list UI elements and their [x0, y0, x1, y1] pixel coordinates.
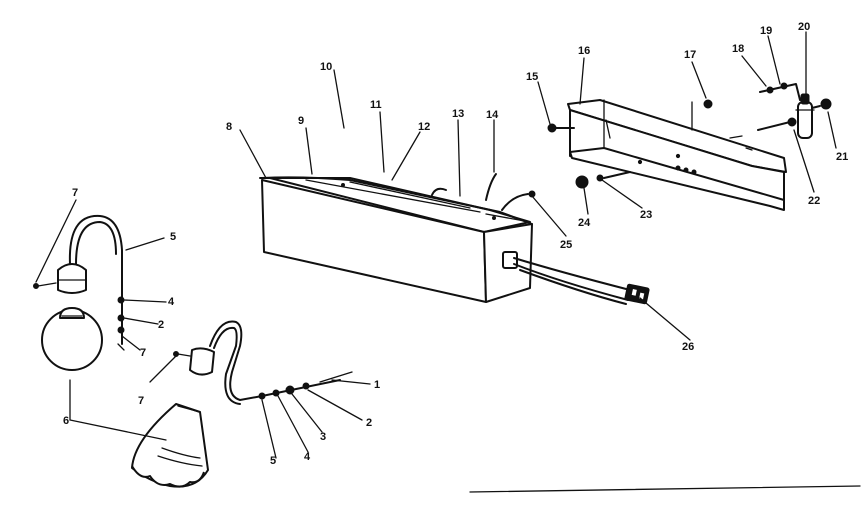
callout-2: 2 [158, 319, 164, 331]
callout-21: 21 [836, 151, 848, 163]
plug-icon [624, 283, 650, 305]
callout-8: 8 [226, 121, 232, 133]
callout-7: 7 [72, 187, 78, 199]
power-cord [502, 251, 631, 305]
callout-4: 4 [304, 451, 311, 463]
callout-12: 12 [418, 121, 430, 133]
callout-14: 14 [486, 109, 499, 121]
callout-labels: 1 2 2 3 4 4 5 5 6 7 7 7 8 9 10 11 12 13 … [63, 21, 848, 467]
baseline-rule [469, 485, 861, 493]
callout-16: 16 [578, 45, 590, 57]
globe-shade [41, 307, 103, 371]
callout-4: 4 [168, 296, 175, 308]
leader-lines [35, 31, 837, 459]
callout-2: 2 [366, 417, 372, 429]
callout-9: 9 [298, 115, 304, 127]
callout-10: 10 [320, 61, 332, 73]
callout-7: 7 [140, 347, 146, 359]
callout-11: 11 [370, 99, 382, 111]
lamp-arm-left [33, 214, 125, 351]
bracket-hardware [547, 82, 832, 189]
tulip-shade [131, 403, 209, 488]
callout-3: 3 [320, 431, 326, 443]
callout-15: 15 [526, 71, 538, 83]
callout-23: 23 [640, 209, 652, 221]
callout-5: 5 [270, 455, 276, 467]
callout-20: 20 [798, 21, 810, 33]
callout-5: 5 [170, 231, 176, 243]
callout-26: 26 [682, 341, 694, 353]
callout-24: 24 [578, 217, 591, 229]
callout-13: 13 [452, 108, 464, 120]
callout-1: 1 [374, 379, 380, 391]
callout-22: 22 [808, 195, 820, 207]
light-housing-box [259, 173, 533, 303]
callout-19: 19 [760, 25, 772, 37]
lamp-arm-right [173, 320, 353, 405]
callout-18: 18 [732, 43, 744, 55]
callout-17: 17 [684, 49, 696, 61]
callout-25: 25 [560, 239, 572, 251]
callout-6: 6 [63, 415, 69, 427]
mounting-bracket [567, 99, 787, 211]
callout-7: 7 [138, 395, 144, 407]
